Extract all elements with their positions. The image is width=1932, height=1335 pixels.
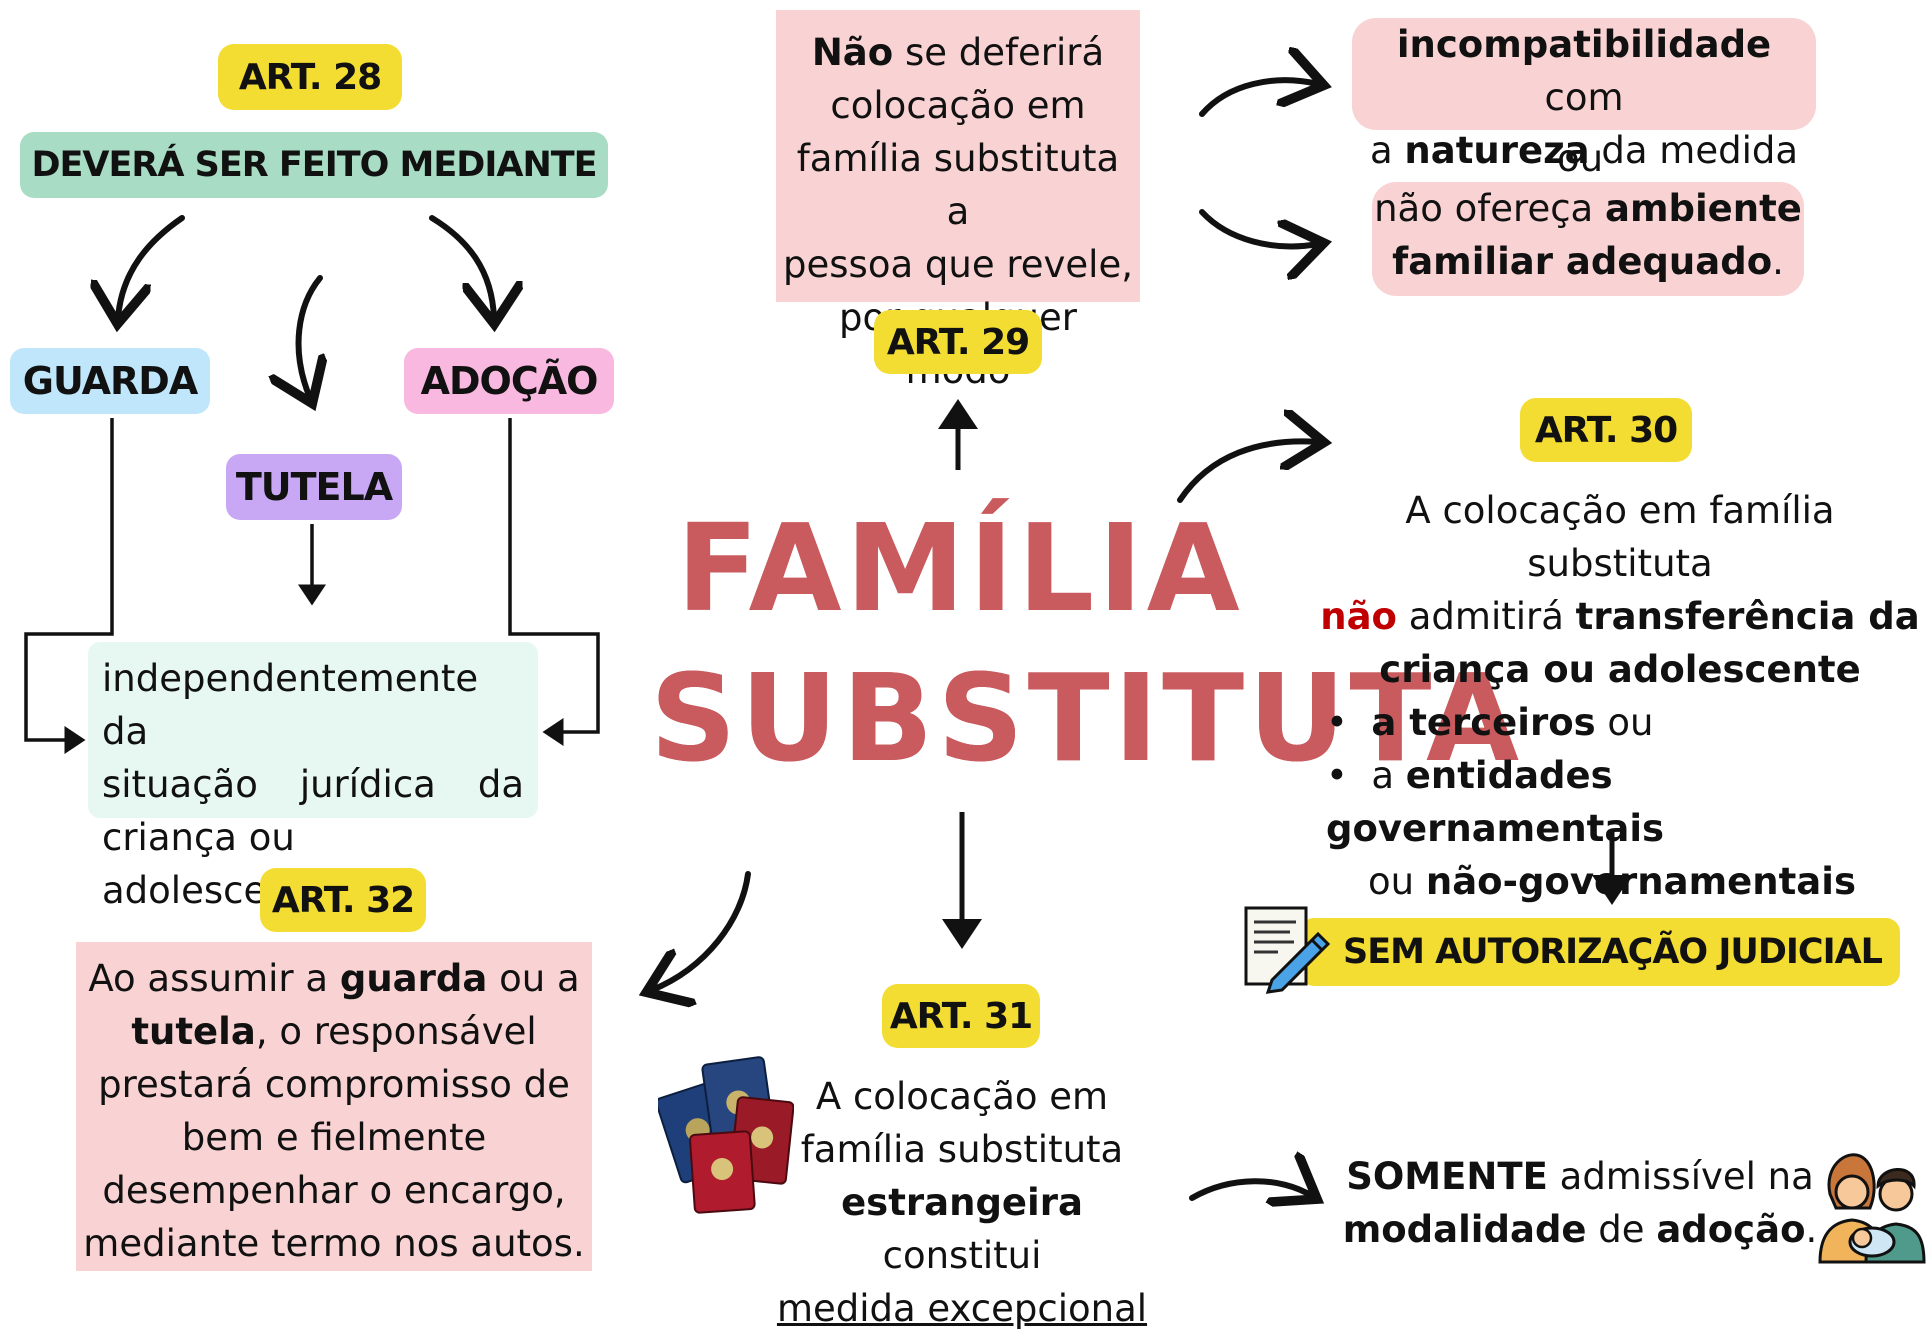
art29-badge: ART. 29 [874, 310, 1042, 374]
opt2-familiar: familiar adequado [1392, 240, 1773, 283]
tutela-label: TUTELA [226, 454, 402, 520]
result-de: de [1586, 1208, 1657, 1251]
art31-constitui: constitui [882, 1234, 1042, 1277]
art30-nao-gov: não-governamentais [1425, 860, 1856, 903]
sem-autorizacao-text: SEM AUTORIZAÇÃO JUDICIAL [1343, 932, 1883, 972]
opt2-nao-ofereca: não ofereça [1374, 187, 1605, 230]
opt1-natureza: natureza [1404, 129, 1590, 172]
art28-box: independentemente da situação jurídica d… [88, 642, 538, 912]
art28-box-w1: situação [102, 763, 258, 806]
art29-box: Não se deferirá colocação em família sub… [776, 10, 1140, 392]
art29-l1: se deferirá [893, 31, 1105, 74]
art30-ou2: ou [1368, 860, 1426, 903]
art29-l4: pessoa que revele, [783, 243, 1133, 286]
art31-text: A colocação em família substituta estran… [766, 1070, 1158, 1335]
art30-admitira: admitirá [1396, 595, 1576, 638]
art32-tutela: tutela [131, 1010, 256, 1053]
result-modalidade: modalidade [1342, 1208, 1587, 1251]
art30-text: A colocação em família substituta não ad… [1310, 484, 1930, 908]
art28-box-w3: da [477, 763, 524, 806]
connectors [24, 0, 1632, 1271]
art32-responsavel: , o responsável [255, 1010, 537, 1053]
result-admissivel: admissível na [1547, 1155, 1814, 1198]
art29-option1: incompatibilidade com a natureza da medi… [1352, 18, 1816, 172]
arrow-to-opt1 [1199, 80, 1318, 117]
art31-estrangeira: estrangeira [841, 1181, 1083, 1224]
art30-entidades: entidades governamentais [1326, 754, 1665, 850]
title-line2: SUBSTITUTA [650, 650, 1523, 789]
art31-l2: família substituta [800, 1128, 1124, 1171]
art32-guarda: guarda [339, 957, 488, 1000]
opt2-period: . [1772, 240, 1784, 283]
art30-terceiros: a terceiros [1371, 701, 1596, 744]
art29-nao: Não [811, 31, 894, 74]
passports-icon [658, 1056, 794, 1214]
art30-crianca: criança ou adolescente [1379, 648, 1861, 691]
opt2-ambiente: ambiente [1604, 187, 1802, 230]
arrow-to-guarda [118, 215, 185, 318]
arrow-to-opt2 [1199, 209, 1318, 246]
bullet-dot-1: • [1326, 701, 1372, 744]
art32-l5: desempenhar o encargo, [102, 1169, 566, 1212]
art30-transferencia: transferência da [1575, 595, 1920, 638]
art32-ou-a: ou a [487, 957, 580, 1000]
art28-badge: ART. 28 [218, 44, 402, 110]
arrow-to-art30 [1177, 441, 1318, 503]
art31-medida: medida excepcional [776, 1287, 1148, 1330]
result-somente: SOMENTE [1346, 1155, 1548, 1198]
family-icon [1818, 1153, 1926, 1264]
arrow-to-tutela [299, 275, 320, 398]
art29-l3: família substituta a [796, 137, 1120, 233]
art31-l1: A colocação em [815, 1075, 1109, 1118]
art32-badge: ART. 32 [260, 868, 426, 932]
art30-l1: A colocação em família substituta [1405, 489, 1835, 585]
opt1-a: a [1369, 129, 1405, 172]
art32-ao-assumir: Ao assumir a [88, 957, 340, 1000]
result-period: . [1805, 1208, 1818, 1251]
art30-nao: não [1320, 595, 1397, 638]
art30-ou1: ou [1595, 701, 1654, 744]
adocao-label: ADOÇÃO [404, 348, 614, 414]
art29-ou: ou [1556, 137, 1604, 180]
arrow-to-somente [1189, 1181, 1312, 1198]
guarda-label: GUARDA [10, 348, 210, 414]
art28-box-line1: independentemente da [102, 657, 479, 753]
art32-l6: mediante termo nos autos. [83, 1222, 585, 1265]
art32-l4: bem e fielmente [181, 1116, 487, 1159]
art30-a: a [1371, 754, 1406, 797]
result-adocao: adoção [1656, 1208, 1806, 1251]
sem-autorizacao-pill: SEM AUTORIZAÇÃO JUDICIAL [1300, 918, 1900, 986]
art32-l3: prestará compromisso de [98, 1063, 570, 1106]
art29-l2: colocação em [830, 84, 1086, 127]
title-line1: FAMÍLIA [676, 500, 1244, 639]
opt1-da-medida: da medida [1589, 129, 1799, 172]
main-title: FAMÍLIA SUBSTITUTA [650, 500, 1523, 800]
art28-header: DEVERÁ SER FEITO MEDIANTE [20, 132, 608, 198]
art31-badge: ART. 31 [882, 984, 1040, 1048]
adocao-bracket [508, 418, 600, 746]
art30-badge: ART. 30 [1520, 398, 1692, 462]
opt1-com: com [1544, 76, 1624, 119]
arrow-to-adocao [429, 215, 494, 318]
guarda-bracket [24, 418, 114, 754]
art28-box-w2: jurídica [299, 763, 436, 806]
art32-box: Ao assumir a guarda ou a tutela, o respo… [76, 942, 592, 1271]
art29-option2: não ofereça ambiente familiar adequado. [1372, 182, 1804, 296]
document-pen-icon [1244, 906, 1331, 994]
arrow-to-art32 [652, 871, 751, 990]
art31-result: SOMENTE admissível na modalidade de adoç… [1340, 1150, 1820, 1256]
opt1-incompat: incompatibilidade [1396, 23, 1772, 66]
bullet-dot-2: • [1326, 754, 1372, 797]
